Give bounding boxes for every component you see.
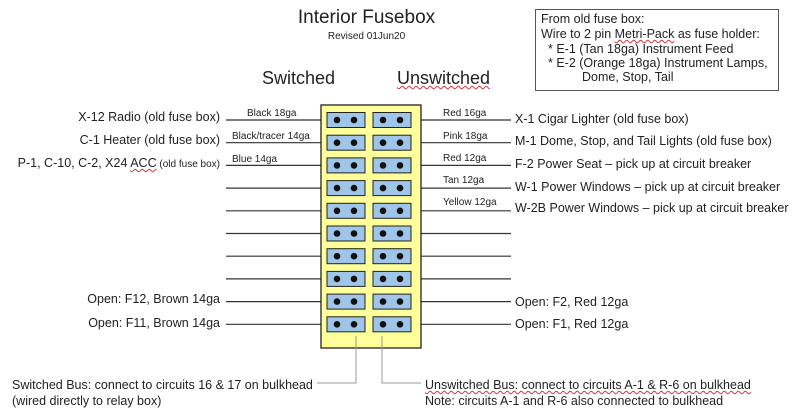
switched-fuse-holder: [326, 316, 366, 333]
note-box: [535, 9, 779, 91]
switched-fuse-holder: [326, 180, 366, 197]
switched-fuse-holder: [326, 134, 366, 151]
diagram-title: Interior Fusebox: [297, 7, 436, 28]
switched-fuse-holder: [326, 248, 366, 265]
unswitched-fuse-holder: [372, 112, 412, 128]
right-label-row-1: X-1 Cigar Lighter (old fuse box): [515, 112, 689, 126]
note-line-4: * E-2 (Orange 18ga) Instrument Lamps,: [548, 56, 768, 70]
note-line-2: Wire to 2 pin Metri-Pack as fuse holder:: [541, 27, 760, 41]
switched-bus-line-1: Switched Bus: connect to circuits 16 & 1…: [12, 378, 313, 392]
right-label-row-10: Open: F1, Red 12ga: [515, 317, 629, 331]
unswitched-bus-line-1: Unswitched Bus: connect to circuits A-1 …: [425, 378, 751, 392]
switched-fuse-holder: [326, 202, 366, 219]
unswitched-fuse-holder: [372, 134, 412, 151]
unswitched-fuse-holder: [372, 180, 412, 197]
right-wire-color-row-3: Red 12ga: [443, 153, 487, 164]
right-label-row-5: W-2B Power Windows – pick up at circuit …: [515, 201, 789, 215]
switched-fuse-holder: [326, 225, 366, 242]
left-wire-color-row-1: Black 18ga: [247, 108, 297, 119]
unswitched-fuse-holder: [372, 202, 412, 219]
switched-fuse-holder: [326, 270, 366, 287]
unswitched-bus-line-2: Note: circuits A-1 and R-6 also connecte…: [425, 394, 724, 408]
switched-heading: Switched: [262, 68, 336, 88]
left-wire-color-row-2: Black/tracer 14ga: [232, 131, 310, 142]
unswitched-fuse-holder: [372, 293, 412, 310]
left-wire-color-row-3: Blue 14ga: [232, 154, 278, 165]
left-label-row-2: C-1 Heater (old fuse box): [79, 133, 220, 147]
left-label-row-9: Open: F12, Brown 14ga: [87, 292, 220, 306]
note-line-3: * E-1 (Tan 18ga) Instrument Feed: [548, 42, 734, 56]
switched-fuse-holder: [326, 293, 366, 310]
left-label-row-10: Open: F11, Brown 14ga: [88, 316, 220, 330]
right-wire-color-row-5: Yellow 12ga: [443, 197, 497, 208]
unswitched-fuse-holder: [372, 316, 412, 333]
right-label-row-9: Open: F2, Red 12ga: [515, 295, 629, 309]
note-line-5: Dome, Stop, Tail: [582, 70, 674, 84]
unswitched-fuse-holder: [372, 225, 412, 242]
right-label-row-3: F-2 Power Seat – pick up at circuit brea…: [515, 157, 752, 171]
note-line-1: From old fuse box:: [541, 12, 645, 26]
right-label-row-2: M-1 Dome, Stop, and Tail Lights (old fus…: [515, 134, 772, 148]
left-label-row-1: X-12 Radio (old fuse box): [78, 110, 220, 124]
left-label-row-3: P-1, C-10, C-2, X24 ACC (old fuse box): [17, 156, 220, 170]
unswitched-bus-note: Unswitched Bus: connect to circuits A-1 …: [425, 377, 751, 409]
switched-bus-note: Switched Bus: connect to circuits 16 & 1…: [12, 377, 313, 409]
right-wire-color-row-1: Red 16ga: [443, 108, 487, 119]
right-wire-color-row-2: Pink 18ga: [443, 131, 488, 142]
unswitched-fuse-holder: [372, 270, 412, 287]
wire-lines: [226, 119, 511, 325]
unswitched-fuse-holder: [372, 248, 412, 265]
diagram-subtitle: Revised 01Jun20: [327, 31, 406, 42]
switched-fuse-holder: [326, 112, 366, 128]
right-label-row-4: W-1 Power Windows – pick up at circuit b…: [515, 180, 781, 194]
bus-leader-lines: [317, 336, 421, 384]
right-wire-color-row-4: Tan 12ga: [443, 175, 485, 186]
unswitched-heading: Unswitched: [397, 68, 491, 88]
switched-bus-line-2: (wired directly to relay box): [12, 394, 162, 408]
unswitched-fuse-holder: [372, 157, 412, 174]
fuse-holders: [326, 112, 412, 333]
switched-fuse-holder: [326, 157, 366, 174]
